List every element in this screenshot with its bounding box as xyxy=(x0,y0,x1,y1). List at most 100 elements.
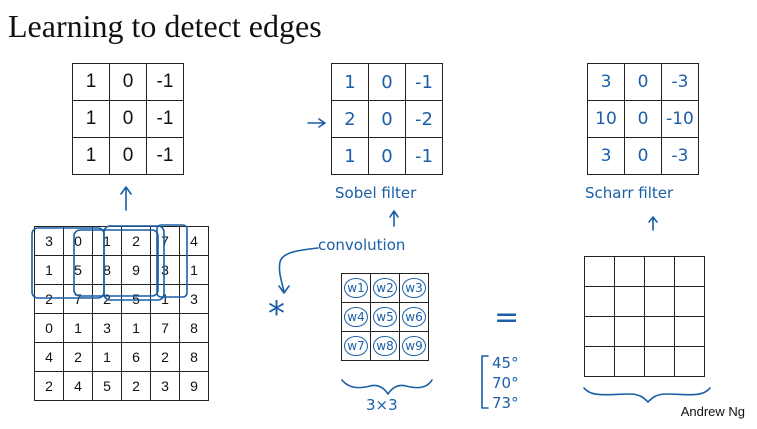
image-cell: 6 xyxy=(121,342,151,372)
output-cell xyxy=(614,316,645,347)
output-cell xyxy=(614,286,645,317)
image-cell: 5 xyxy=(63,255,93,285)
equals-symbol: = xyxy=(494,300,520,335)
image-cell: 3 xyxy=(150,371,180,401)
image-cell: 8 xyxy=(92,255,122,285)
weight-cell: w4 xyxy=(341,302,371,332)
sobel-cell: -2 xyxy=(405,100,443,138)
output-cell xyxy=(674,346,705,377)
sobel-cell: 1 xyxy=(331,137,369,175)
curved-arrow-icon xyxy=(278,247,319,294)
filter-cell: 1 xyxy=(72,137,110,175)
angle-45: 45° xyxy=(492,354,519,372)
image-cell: 1 xyxy=(179,255,209,285)
output-cell xyxy=(644,256,675,287)
image-cell: 1 xyxy=(63,313,93,343)
brace-under-output xyxy=(583,387,711,403)
filter-cell: 1 xyxy=(72,100,110,138)
image-cell: 7 xyxy=(63,284,93,314)
sobel-cell: 2 xyxy=(331,100,369,138)
image-cell: 1 xyxy=(92,226,122,256)
output-cell xyxy=(674,286,705,317)
weight-cell: w5 xyxy=(370,302,400,332)
up-arrow-icon xyxy=(648,216,658,231)
image-cell: 1 xyxy=(150,284,180,314)
scharr-cell: 10 xyxy=(587,100,625,138)
scharr-cell: 3 xyxy=(587,63,625,101)
output-matrix xyxy=(584,256,705,377)
sobel-cell: -1 xyxy=(405,137,443,175)
image-cell: 2 xyxy=(92,284,122,314)
size-label: 3×3 xyxy=(366,396,398,414)
image-cell: 8 xyxy=(179,342,209,372)
output-cell xyxy=(644,316,675,347)
weight-cell: w2 xyxy=(370,273,400,303)
scharr-cell: -10 xyxy=(661,100,699,138)
output-cell xyxy=(674,316,705,347)
weight-cell: w9 xyxy=(399,331,429,361)
image-cell: 5 xyxy=(92,371,122,401)
image-cell: 4 xyxy=(34,342,64,372)
sobel-filter-label: Sobel filter xyxy=(335,184,417,202)
angle-70: 70° xyxy=(492,374,519,392)
image-cell: 1 xyxy=(121,313,151,343)
sobel-cell: 0 xyxy=(368,137,406,175)
image-cell: 2 xyxy=(34,284,64,314)
filter-cell: 0 xyxy=(109,100,147,138)
output-cell xyxy=(584,256,615,287)
convolution-label: convolution xyxy=(318,236,406,254)
image-cell: 1 xyxy=(34,255,64,285)
weight-cell: w8 xyxy=(370,331,400,361)
filter-cell: 0 xyxy=(109,137,147,175)
filter-cell: 1 xyxy=(72,63,110,101)
weight-cell: w1 xyxy=(341,273,371,303)
output-cell xyxy=(584,316,615,347)
filter-cell: -1 xyxy=(146,63,184,101)
image-cell: 4 xyxy=(63,371,93,401)
image-cell: 1 xyxy=(92,342,122,372)
weight-cell: w6 xyxy=(399,302,429,332)
output-cell xyxy=(644,346,675,377)
output-cell xyxy=(674,256,705,287)
output-cell xyxy=(614,346,645,377)
scharr-cell: 3 xyxy=(587,137,625,175)
image-cell: 3 xyxy=(179,284,209,314)
image-cell: 2 xyxy=(121,371,151,401)
scharr-filter-label: Scharr filter xyxy=(585,184,674,202)
image-cell: 5 xyxy=(121,284,151,314)
up-arrow-icon xyxy=(120,186,132,211)
sobel-cell: 1 xyxy=(331,63,369,101)
image-cell: 9 xyxy=(121,255,151,285)
image-cell: 2 xyxy=(121,226,151,256)
image-cell: 0 xyxy=(63,226,93,256)
filter-cell: 0 xyxy=(109,63,147,101)
output-cell xyxy=(584,346,615,377)
sobel-cell: 0 xyxy=(368,63,406,101)
credit: Andrew Ng xyxy=(680,404,745,419)
right-arrow-icon xyxy=(307,118,326,128)
scharr-cell: -3 xyxy=(661,63,699,101)
image-cell: 2 xyxy=(63,342,93,372)
output-cell xyxy=(644,286,675,317)
weight-cell: w7 xyxy=(341,331,371,361)
image-cell: 3 xyxy=(92,313,122,343)
image-cell: 2 xyxy=(150,342,180,372)
image-cell: 3 xyxy=(34,226,64,256)
output-cell xyxy=(614,256,645,287)
scharr-cell: 0 xyxy=(624,100,662,138)
angles-bracket xyxy=(481,355,489,409)
image-cell: 8 xyxy=(179,313,209,343)
image-cell: 2 xyxy=(34,371,64,401)
output-cell xyxy=(584,286,615,317)
scharr-cell: -3 xyxy=(661,137,699,175)
scharr-cell: 0 xyxy=(624,137,662,175)
page-title: Learning to detect edges xyxy=(8,8,322,44)
image-cell: 3 xyxy=(150,255,180,285)
filter-cell: -1 xyxy=(146,100,184,138)
scharr-cell: 0 xyxy=(624,63,662,101)
